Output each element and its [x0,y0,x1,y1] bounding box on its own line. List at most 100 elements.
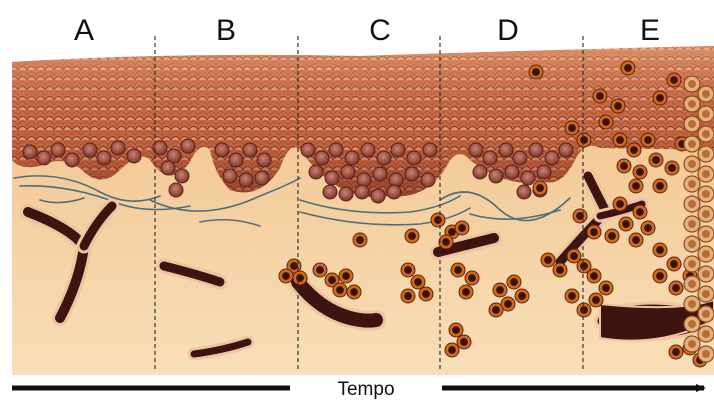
stage-label-e: E [640,14,660,47]
basal-cell [517,185,531,199]
stage-label-d: D [497,14,519,47]
packed-cell-nucleus [688,100,696,108]
basal-cell [111,141,125,155]
leukocyte-nucleus [672,284,680,292]
leukocyte-nucleus [532,68,540,76]
basal-cell [323,185,337,199]
leukocyte-nucleus [670,260,678,268]
basal-cell [23,145,37,159]
packed-cell-nucleus [688,340,696,348]
leukocyte-nucleus [434,216,442,224]
packed-cell-nucleus [688,240,696,248]
basal-cell [65,153,79,167]
leukocyte-nucleus [632,236,640,244]
leukocyte-nucleus [656,246,664,254]
packed-cell-nucleus [688,120,696,128]
leukocyte-nucleus [408,232,416,240]
packed-cell-nucleus [688,160,696,168]
packed-cell-nucleus [702,90,710,98]
leukocyte-nucleus [518,292,526,300]
packed-cell-nucleus [702,230,710,238]
leukocyte-nucleus [596,92,604,100]
basal-cell [483,151,497,165]
packed-cell-nucleus [688,200,696,208]
basal-cell [361,143,375,157]
leukocyte-nucleus [462,288,470,296]
leukocyte-nucleus [608,232,616,240]
basal-cell [83,143,97,157]
basal-cell [257,153,271,167]
leukocyte-nucleus [496,286,504,294]
basal-cell [529,143,543,157]
basal-cell [469,143,483,157]
leukocyte-nucleus [404,292,412,300]
leukocyte-nucleus [556,266,564,274]
leukocyte-nucleus [602,284,610,292]
basal-cell [97,151,111,165]
stage-label-b: B [216,14,236,47]
packed-cell-nucleus [702,130,710,138]
leukocyte-nucleus [656,182,664,190]
basal-cell [37,151,51,165]
basal-cell [559,143,573,157]
leukocyte-nucleus [602,118,610,126]
leukocyte-nucleus [644,136,652,144]
leukocyte-nucleus [468,274,476,282]
basal-cell [325,171,339,185]
packed-cell-nucleus [702,290,710,298]
leukocyte-nucleus [590,272,598,280]
basal-cell [309,165,323,179]
leukocyte-nucleus [442,238,450,246]
leukocyte-nucleus [452,326,460,334]
leukocyte-nucleus [404,266,412,274]
packed-cell-nucleus [688,140,696,148]
basal-cell [423,143,437,157]
packed-cell-nucleus [688,260,696,268]
leukocyte-nucleus [336,286,344,294]
basal-cell [329,143,343,157]
leukocyte-nucleus [342,272,350,280]
leukocyte-nucleus [454,266,462,274]
packed-cell-nucleus [702,250,710,258]
leukocyte-nucleus [580,262,588,270]
basal-cell [421,173,435,187]
basal-cell [255,171,269,185]
basal-cell [181,139,195,153]
packed-cell-nucleus [688,280,696,288]
basal-cell [371,189,385,203]
leukocyte-nucleus [656,272,664,280]
basal-cell [301,143,315,157]
basal-cell [521,171,535,185]
leukocyte-nucleus [580,306,588,314]
leukocyte-nucleus [616,136,624,144]
packed-cell-nucleus [702,110,710,118]
time-axis-label: Tempo [337,379,394,400]
leukocyte-nucleus [652,156,660,164]
basal-cell [169,183,183,197]
basal-cell [489,169,503,183]
basal-cell [339,187,353,201]
leukocyte-nucleus [414,278,422,286]
basal-cell [127,149,141,163]
packed-cell-nucleus [688,300,696,308]
basal-cell [229,153,243,167]
stage-label-a: A [74,14,94,47]
leukocyte-nucleus [328,276,336,284]
basal-cell [215,143,229,157]
leukocyte-nucleus [460,338,468,346]
basal-cell [537,165,551,179]
leukocyte-nucleus [592,296,600,304]
leukocyte-nucleus [570,252,578,260]
leukocyte-nucleus [282,272,290,280]
leukocyte-nucleus [458,224,466,232]
stage-label-c: C [369,14,391,47]
basal-cell [377,151,391,165]
leukocyte-nucleus [616,200,624,208]
leukocyte-nucleus [590,228,598,236]
leukocyte-nucleus [544,256,552,264]
leukocyte-nucleus [620,162,628,170]
basal-cell [161,161,175,175]
basal-cell [355,185,369,199]
